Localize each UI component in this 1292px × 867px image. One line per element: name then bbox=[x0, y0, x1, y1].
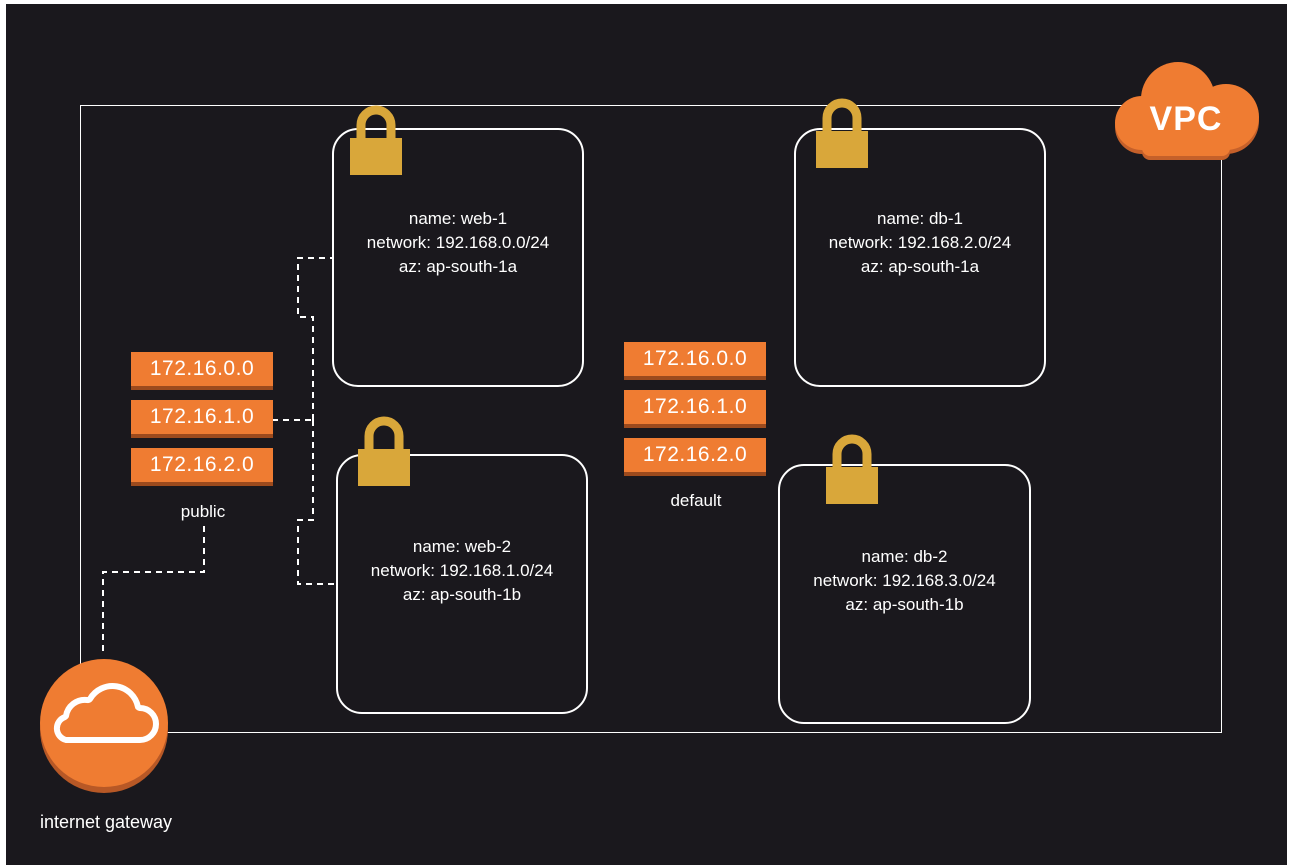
route-table-public[interactable]: 172.16.0.0 172.16.1.0 172.16.2.0 bbox=[131, 352, 273, 496]
subnet-az: az: ap-south-1b bbox=[845, 595, 964, 614]
subnet-name: name: web-1 bbox=[408, 209, 508, 228]
route-entry: 172.16.0.0 bbox=[131, 352, 273, 390]
route-table-label: public bbox=[180, 502, 226, 521]
subnet-network: network: 192.168.3.0/24 bbox=[813, 571, 996, 590]
subnet-network: network: 192.168.2.0/24 bbox=[828, 233, 1012, 252]
lock-icon bbox=[816, 98, 868, 168]
cloud-icon[interactable] bbox=[36, 655, 172, 795]
subnet-details: name: web-2 network: 192.168.1.0/24 az: … bbox=[338, 535, 586, 607]
subnet-web-2[interactable]: name: web-2 network: 192.168.1.0/24 az: … bbox=[336, 454, 588, 714]
connector-public-to-igw bbox=[102, 526, 205, 656]
subnet-name: name: db-1 bbox=[877, 209, 963, 228]
vpc-boundary bbox=[80, 105, 1222, 733]
subnet-db-2[interactable]: name: db-2 network: 192.168.3.0/24 az: a… bbox=[778, 464, 1031, 724]
lock-icon bbox=[358, 416, 410, 486]
subnet-details: name: db-2 network: 192.168.3.0/24 az: a… bbox=[780, 545, 1029, 617]
vpc-label: VPC bbox=[1149, 100, 1223, 138]
subnet-az: az: ap-south-1a bbox=[398, 257, 518, 276]
route-entry: 172.16.2.0 bbox=[624, 438, 766, 476]
subnet-network: network: 192.168.0.0/24 bbox=[366, 233, 550, 252]
internet-gateway-label: internet gateway bbox=[39, 812, 173, 832]
route-entry: 172.16.0.0 bbox=[624, 342, 766, 380]
subnet-name: name: db-2 bbox=[861, 547, 948, 566]
connector-public-to-web bbox=[272, 257, 336, 585]
route-entry: 172.16.1.0 bbox=[624, 390, 766, 428]
route-table-label: default bbox=[670, 491, 722, 510]
subnet-network: network: 192.168.1.0/24 bbox=[370, 561, 554, 580]
subnet-web-1[interactable]: name: web-1 network: 192.168.0.0/24 az: … bbox=[332, 128, 584, 387]
lock-icon bbox=[350, 105, 402, 175]
subnet-details: name: web-1 network: 192.168.0.0/24 az: … bbox=[334, 207, 582, 279]
subnet-details: name: db-1 network: 192.168.2.0/24 az: a… bbox=[796, 207, 1044, 279]
route-entry: 172.16.2.0 bbox=[131, 448, 273, 486]
connector-lines bbox=[102, 257, 336, 656]
lock-icon bbox=[826, 434, 878, 504]
subnet-name: name: web-2 bbox=[412, 537, 512, 556]
cloud-icon bbox=[1115, 62, 1259, 160]
subnet-db-1[interactable]: name: db-1 network: 192.168.2.0/24 az: a… bbox=[794, 128, 1046, 387]
route-table-default[interactable]: 172.16.0.0 172.16.1.0 172.16.2.0 bbox=[624, 342, 766, 486]
diagram-canvas: name: web-1 network: 192.168.0.0/24 az: … bbox=[6, 4, 1287, 865]
subnet-az: az: ap-south-1a bbox=[860, 257, 980, 276]
route-entry: 172.16.1.0 bbox=[131, 400, 273, 438]
subnet-az: az: ap-south-1b bbox=[402, 585, 522, 604]
